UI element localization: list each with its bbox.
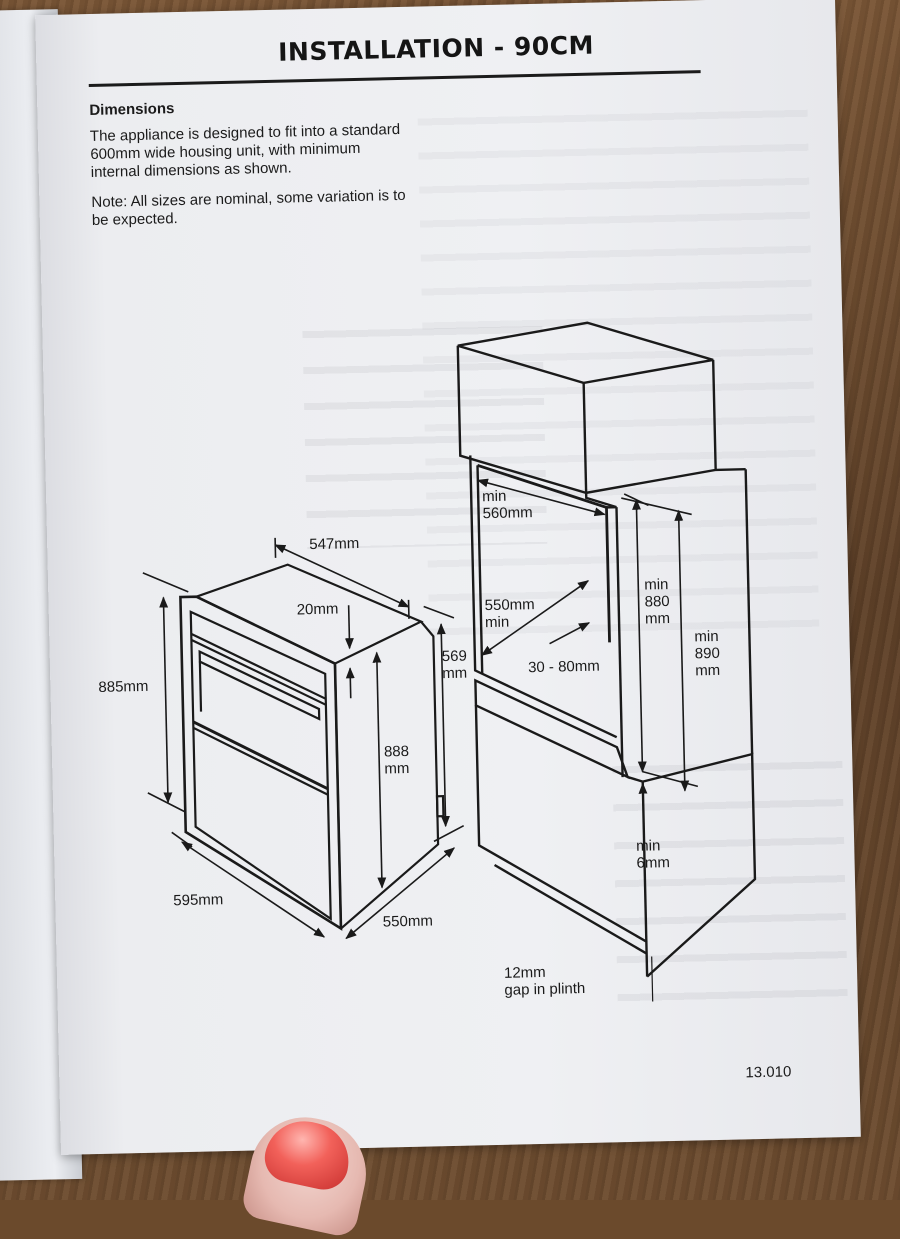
manual-page: INSTALLATION - 90CM Dimensions The appli… xyxy=(35,0,861,1155)
housing-dimension-lines xyxy=(478,475,703,1005)
page-number: 13.010 xyxy=(745,1063,791,1081)
oven-dimension-lines xyxy=(142,534,466,943)
door-overhang-label: 20mm xyxy=(297,600,339,618)
dim-gap xyxy=(549,623,589,644)
recess-height-label: min 880 mm xyxy=(644,576,670,628)
housing-top xyxy=(457,320,713,386)
dim-880 xyxy=(636,500,642,772)
oven-width-label: 595mm xyxy=(173,891,223,909)
dim-890 xyxy=(679,511,685,791)
oven-height-side-label: 888 mm xyxy=(384,743,410,778)
oven-door-outer xyxy=(191,609,331,922)
lower-gap-label: min 6mm xyxy=(636,837,670,872)
housing-depth-label: 550mm min xyxy=(484,596,535,631)
plinth-gap-label: 12mm gap in plinth xyxy=(504,963,586,999)
oven-height-front-label: 885mm xyxy=(98,678,148,696)
oven-side-height-label: 569 mm xyxy=(442,648,468,683)
total-height-label: min 890 mm xyxy=(694,628,720,680)
shelf xyxy=(475,677,627,780)
dim-595 xyxy=(182,839,324,940)
dim-20-bottom xyxy=(350,668,351,698)
housing-width-label: min 560mm xyxy=(482,487,533,522)
oven-depth-top-label: 547mm xyxy=(309,535,359,553)
dim-20-top xyxy=(349,605,350,648)
dim-885 xyxy=(163,597,168,802)
gap-range-label: 30 - 80mm xyxy=(528,658,600,677)
dim-6 xyxy=(643,784,644,832)
dim-888 xyxy=(377,653,382,888)
installation-diagram xyxy=(35,0,861,1155)
upper-door-handle xyxy=(200,649,320,722)
oven-depth-label: 550mm xyxy=(383,912,433,930)
